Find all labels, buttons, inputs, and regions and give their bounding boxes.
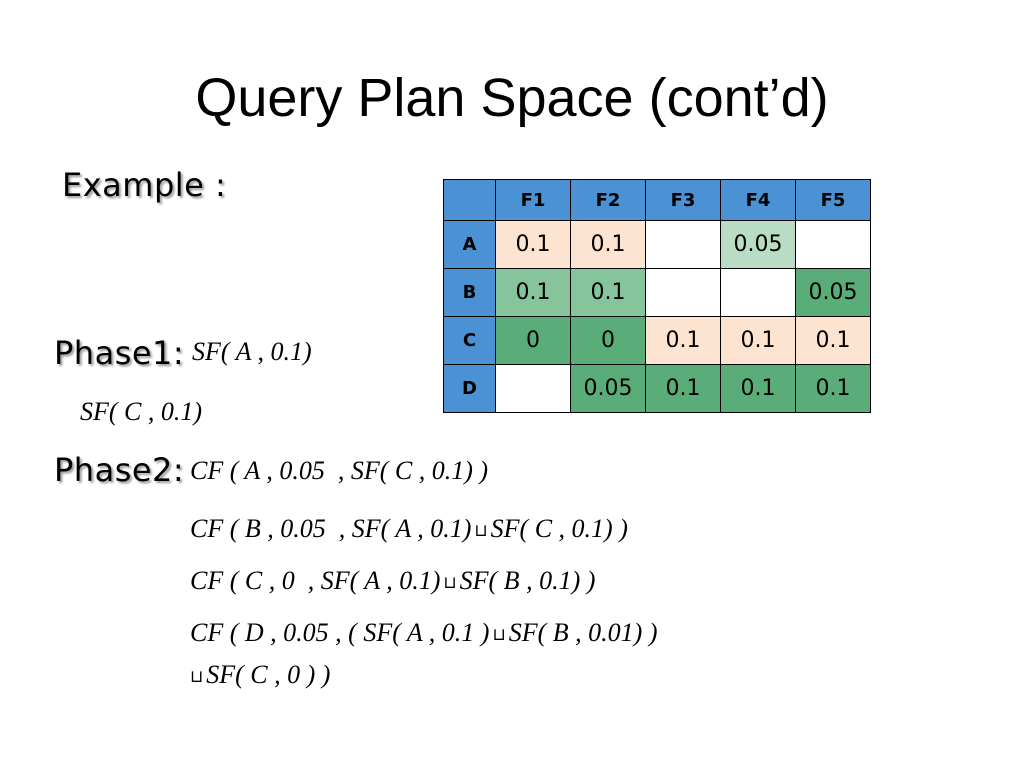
table-corner-cell: [443, 179, 496, 221]
row-header: C: [443, 316, 496, 365]
formula-text: CF ( D , 0.05 , ( SF( A , 0.1 ): [190, 618, 490, 647]
table-cell: 0.1: [795, 316, 871, 365]
table-cell: 0.1: [795, 364, 871, 413]
table-cell: [720, 268, 796, 317]
column-header: F3: [645, 179, 721, 221]
phase2-formula-3: CF ( C , 0 , SF( A , 0.1)⊔SF( B , 0.1) ): [190, 566, 595, 596]
table-cell: 0.1: [645, 364, 721, 413]
table-cell: 0.1: [570, 268, 646, 317]
formula-text: SF( B , 0.01) ): [508, 618, 658, 647]
table-cell: 0.1: [720, 316, 796, 365]
phase2-label: Phase2:: [54, 451, 185, 489]
phase1-formula-1: SF( A , 0.1): [192, 337, 312, 366]
formula-text: CF ( C , 0 , SF( A , 0.1): [190, 566, 441, 595]
union-symbol: ⊔: [190, 667, 204, 686]
phase2-formula-4: CF ( D , 0.05 , ( SF( A , 0.1 )⊔SF( B , …: [190, 618, 657, 648]
row-header: B: [443, 268, 496, 317]
table-cell: 0.1: [720, 364, 796, 413]
table-cell: 0.1: [645, 316, 721, 365]
union-symbol: ⊔: [443, 573, 457, 592]
table-cell: 0.05: [795, 268, 871, 317]
column-header: F4: [720, 179, 796, 221]
union-symbol: ⊔: [474, 521, 488, 540]
slide-title: Query Plan Space (cont’d): [195, 68, 829, 128]
table-cell: [795, 220, 871, 269]
phase1-formula-2: SF( C , 0.1): [80, 397, 203, 426]
formula-text: CF ( B , 0.05 , SF( A , 0.1): [190, 514, 472, 543]
phase2-formula-2: CF ( B , 0.05 , SF( A , 0.1)⊔SF( C , 0.1…: [190, 514, 628, 544]
table-cell: [495, 364, 571, 413]
phase2-formula-5: ⊔SF( C , 0 ) ): [190, 660, 330, 690]
table-cell: 0: [495, 316, 571, 365]
formula-text: SF( C , 0 ) ): [206, 660, 331, 689]
row-header: A: [443, 220, 496, 269]
example-label: Example :: [62, 166, 227, 204]
union-symbol: ⊔: [492, 625, 506, 644]
formula-text: SF( B , 0.1) ): [459, 566, 596, 595]
table-cell: 0.1: [570, 220, 646, 269]
table-cell: [645, 268, 721, 317]
table-cell: [645, 220, 721, 269]
table-cell: 0.1: [495, 220, 571, 269]
table-cell: 0.05: [570, 364, 646, 413]
column-header: F1: [495, 179, 571, 221]
table-cell: 0: [570, 316, 646, 365]
phase1-label: Phase1:: [54, 334, 185, 372]
table-cell: 0.1: [495, 268, 571, 317]
column-header: F5: [795, 179, 871, 221]
table-cell: 0.05: [720, 220, 796, 269]
row-header: D: [443, 364, 496, 413]
phase2-formula-1: CF ( A , 0.05 , SF( C , 0.1) ): [190, 456, 489, 485]
column-header: F2: [570, 179, 646, 221]
formula-text: SF( C , 0.1) ): [490, 514, 628, 543]
